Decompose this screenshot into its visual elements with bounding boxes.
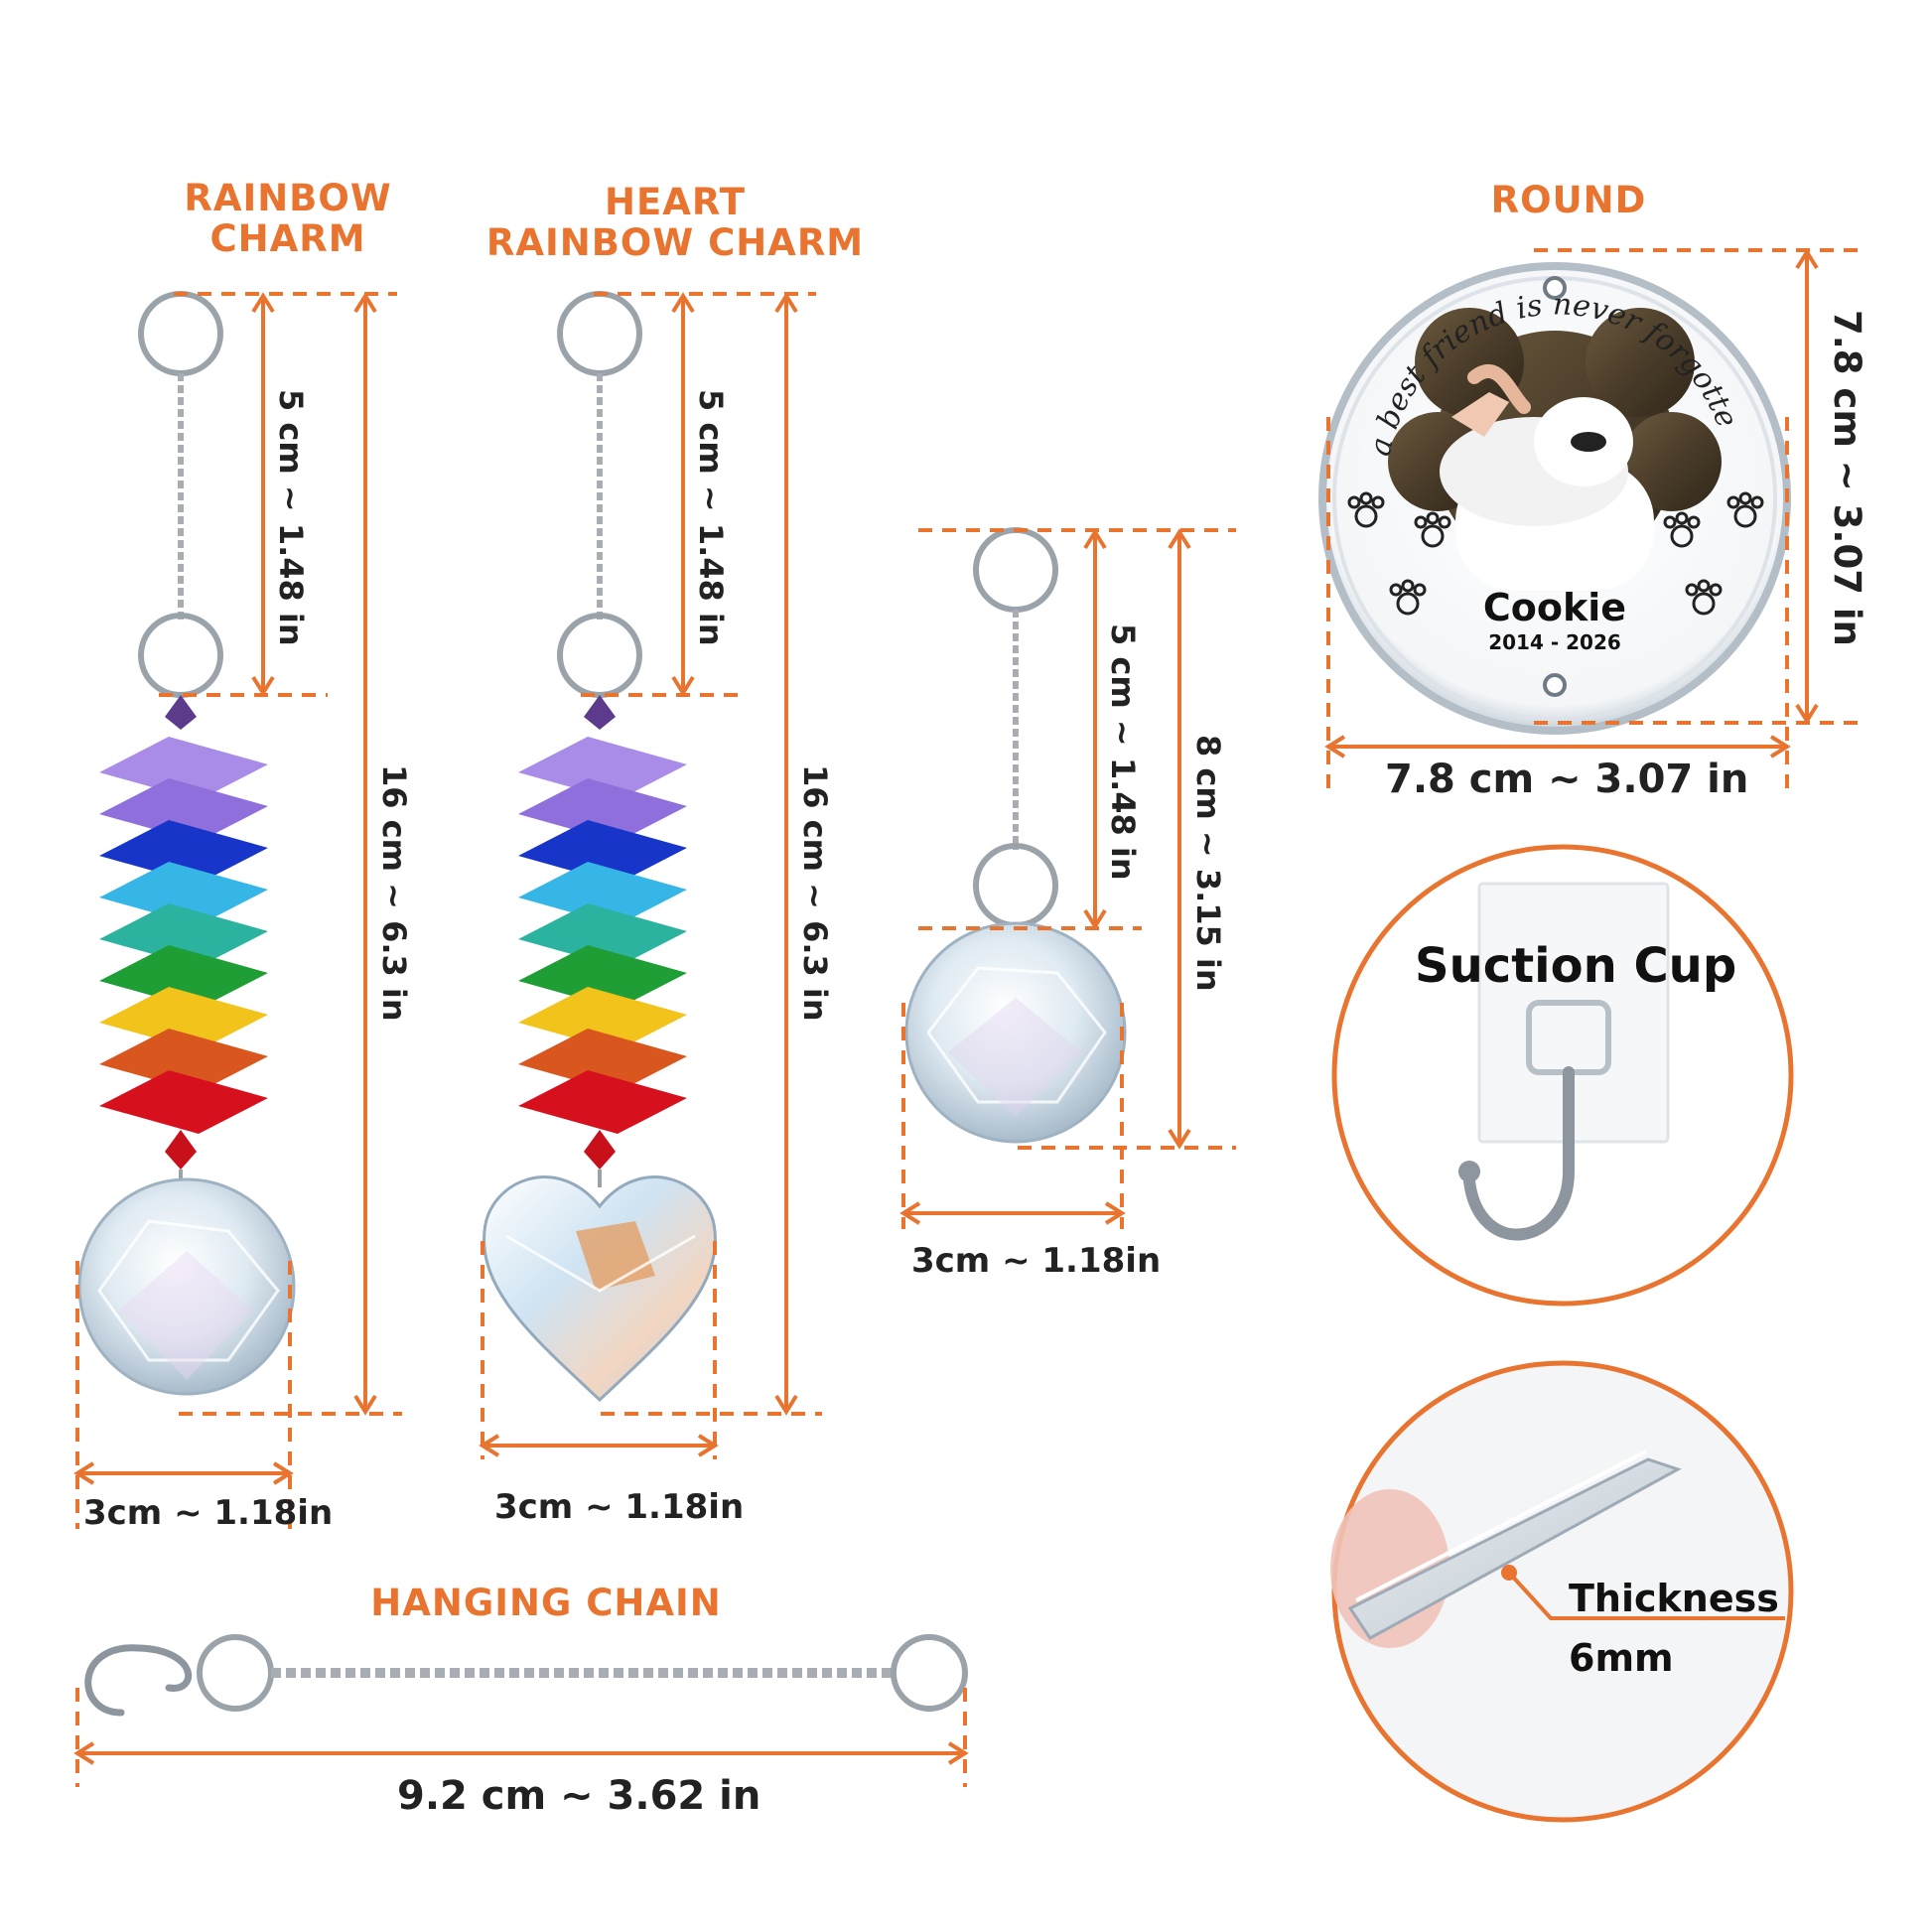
paw-icon <box>1726 491 1764 528</box>
s-hook <box>84 1644 143 1717</box>
violet-bead <box>584 695 616 730</box>
ball-top-dimension: 5 cm ~ 1.48 in <box>1104 623 1142 881</box>
paw-icon <box>1685 579 1723 616</box>
pet-photo <box>1388 308 1722 591</box>
rainbow-charm-heading-line1: RAINBOW <box>184 177 392 219</box>
heart-top-dimension: 5 cm ~ 1.48 in <box>692 389 730 646</box>
heart-width-dimension: 3cm ~ 1.18in <box>494 1487 745 1527</box>
paw-icon <box>1347 491 1385 528</box>
rainbow-charm <box>77 291 296 1396</box>
paw-icon <box>1414 511 1451 548</box>
heart-heading-line2: RAINBOW CHARM <box>485 220 865 264</box>
bottom-ring <box>138 613 223 698</box>
ball-total-dimension: 8 cm ~ 3.15 in <box>1189 735 1227 992</box>
round-dimension-lines <box>1324 248 1866 789</box>
crystal-ball <box>904 921 1127 1144</box>
ball-width-dimension: 3cm ~ 1.18in <box>911 1241 1162 1281</box>
rainbow-charm-heading-line2: CHARM <box>209 216 366 260</box>
heart-rainbow-charm <box>483 291 717 1403</box>
rainbow-top-dimension: 5 cm ~ 1.48 in <box>272 389 310 646</box>
crystal-stack <box>518 737 687 1134</box>
round-width-dimension: 7.8 cm ~ 3.07 in <box>1385 757 1749 802</box>
rainbow-dimension-lines <box>73 292 402 1529</box>
suction-cup-label: Suction Cup <box>1415 938 1737 994</box>
bottom-ring <box>973 843 1058 928</box>
heart-heading-line1: HEART <box>605 181 746 223</box>
chain-length-dimension: 9.2 cm ~ 3.62 in <box>397 1773 761 1819</box>
thickness-label: Thickness <box>1569 1577 1779 1620</box>
thickness-callout <box>1330 1360 1794 1823</box>
glass-edge <box>1347 1457 1682 1640</box>
pet-name: Cookie <box>1483 586 1626 629</box>
suction-cup-callout <box>1331 844 1794 1307</box>
paw-icon <box>1663 511 1701 548</box>
round-heading: ROUND <box>1490 179 1647 221</box>
chain-dimension-lines <box>73 1688 969 1787</box>
rainbow-total-dimension: 16 cm ~ 6.3 in <box>375 764 413 1022</box>
hook <box>1463 1066 1575 1241</box>
round-ornament: a best friend is never forgotten Cookie … <box>0 0 1791 735</box>
heart-rainbow-charm-heading: HEART RAINBOW CHARM <box>477 181 874 264</box>
pet-years: 2014 - 2026 <box>1488 630 1621 654</box>
ball-charm <box>904 527 1127 1144</box>
hanging-chain-heading: HANGING CHAIN <box>370 1582 722 1624</box>
top-ring <box>557 291 642 376</box>
paw-icon <box>1389 579 1427 616</box>
hanging-chain <box>84 1634 968 1717</box>
red-bead <box>584 1130 616 1170</box>
red-bead <box>165 1130 197 1170</box>
ball-dimension-lines <box>899 528 1236 1229</box>
top-ring <box>973 527 1058 613</box>
top-ring <box>138 291 223 376</box>
chain-ring-right <box>891 1634 968 1712</box>
heart-total-dimension: 16 cm ~ 6.3 in <box>796 764 834 1022</box>
chain-ring-left <box>197 1634 274 1712</box>
thickness-leader-line <box>1507 1571 1785 1620</box>
paw-prints <box>1347 491 1764 616</box>
hang-hole-bottom <box>1543 673 1567 697</box>
crystal-stack <box>99 737 268 1134</box>
hang-hole-top <box>1543 276 1567 300</box>
thickness-value: 6mm <box>1569 1636 1674 1680</box>
heart-dimension-lines <box>479 292 822 1459</box>
rainbow-width-dimension: 3cm ~ 1.18in <box>83 1493 334 1533</box>
violet-bead <box>165 695 197 730</box>
round-height-dimension: 7.8 cm ~ 3.07 in <box>1826 310 1868 646</box>
rainbow-charm-heading: RAINBOW CHARM <box>159 177 417 260</box>
bottom-ring <box>557 613 642 698</box>
